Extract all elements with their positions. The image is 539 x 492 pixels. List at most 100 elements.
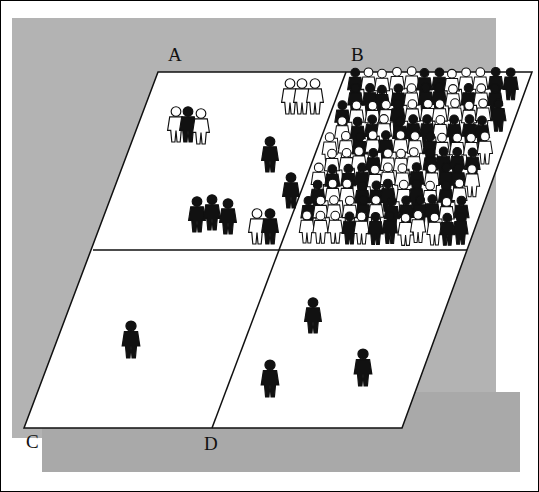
person-figure — [262, 209, 279, 244]
person-head — [342, 132, 351, 141]
person-head — [285, 79, 295, 89]
person-head — [393, 100, 402, 109]
plane — [24, 72, 532, 428]
person-head — [351, 84, 360, 93]
person-head — [313, 180, 322, 189]
person-head — [411, 132, 420, 141]
person-head — [456, 212, 465, 221]
person-body — [368, 222, 383, 245]
person-body — [328, 220, 343, 243]
person-figure — [354, 212, 369, 244]
person-body — [453, 222, 468, 245]
person-head — [399, 180, 408, 189]
person-head — [384, 149, 393, 158]
person-head — [330, 196, 339, 205]
person-head — [370, 165, 379, 174]
person-head — [352, 101, 361, 110]
person-head — [398, 164, 407, 173]
person-head — [455, 179, 464, 188]
person-head — [396, 117, 405, 126]
person-head — [435, 100, 444, 109]
corner-label: D — [204, 434, 218, 453]
person-head — [481, 132, 490, 141]
person-body — [464, 174, 479, 197]
person-head — [368, 131, 377, 140]
person-head — [408, 100, 417, 109]
person-head — [368, 101, 377, 110]
person-figure — [204, 195, 221, 230]
person-head — [338, 117, 347, 126]
person-head — [345, 196, 354, 205]
person-head — [453, 133, 462, 142]
person-head — [265, 209, 275, 219]
person-head — [126, 321, 136, 331]
person-head — [448, 69, 457, 78]
person-head — [325, 133, 334, 142]
person-head — [382, 131, 391, 140]
people — [122, 67, 518, 397]
person-body — [189, 207, 206, 232]
person-head — [427, 164, 436, 173]
person-figure — [382, 211, 397, 243]
person-head — [454, 164, 463, 173]
person-head — [380, 115, 389, 124]
divider — [212, 72, 346, 428]
person-head — [401, 213, 410, 222]
person-head — [223, 199, 233, 209]
person-figure — [328, 211, 343, 243]
person-body — [491, 108, 506, 131]
corner-label: B — [351, 45, 364, 64]
person-body — [307, 89, 324, 114]
person-body — [283, 183, 300, 208]
person-head — [457, 196, 466, 205]
person-head — [409, 115, 418, 124]
person-body — [122, 332, 140, 358]
person-head — [494, 99, 503, 108]
person-head — [358, 163, 367, 172]
person-head — [342, 148, 351, 157]
person-head — [478, 116, 487, 125]
person-head — [344, 164, 353, 173]
person-head — [316, 211, 325, 220]
person-head — [465, 115, 474, 124]
person-head — [453, 148, 462, 157]
person-body — [299, 220, 314, 243]
person-head — [412, 163, 421, 172]
person-head — [368, 115, 377, 124]
person-head — [442, 163, 451, 172]
person-figure — [122, 321, 140, 358]
person-head — [304, 196, 313, 205]
person-head — [438, 133, 447, 142]
person-head — [378, 85, 387, 94]
person-head — [430, 213, 439, 222]
person-body — [382, 221, 397, 244]
person-head — [435, 83, 444, 92]
person-head — [286, 173, 296, 183]
person-head — [443, 213, 452, 222]
person-head — [449, 85, 458, 94]
person-figure — [491, 99, 506, 131]
person-head — [439, 147, 448, 156]
person-head — [396, 131, 405, 140]
person-head — [355, 147, 364, 156]
person-head — [338, 101, 347, 110]
person-figure — [410, 211, 425, 243]
person-head — [353, 117, 362, 126]
person-body — [204, 205, 221, 230]
person-head — [409, 148, 418, 157]
person-head — [345, 212, 354, 221]
person-head — [265, 360, 275, 370]
person-head — [467, 133, 476, 142]
person-head — [358, 349, 368, 359]
person-body — [261, 371, 279, 397]
person-head — [426, 181, 435, 190]
person-body — [305, 308, 322, 333]
person-head — [397, 149, 406, 158]
person-head — [310, 79, 320, 89]
person-body — [262, 219, 279, 244]
person-head — [464, 84, 473, 93]
person-head — [382, 101, 391, 110]
person-head — [297, 79, 307, 89]
person-head — [423, 115, 432, 124]
person-figure — [393, 131, 408, 163]
